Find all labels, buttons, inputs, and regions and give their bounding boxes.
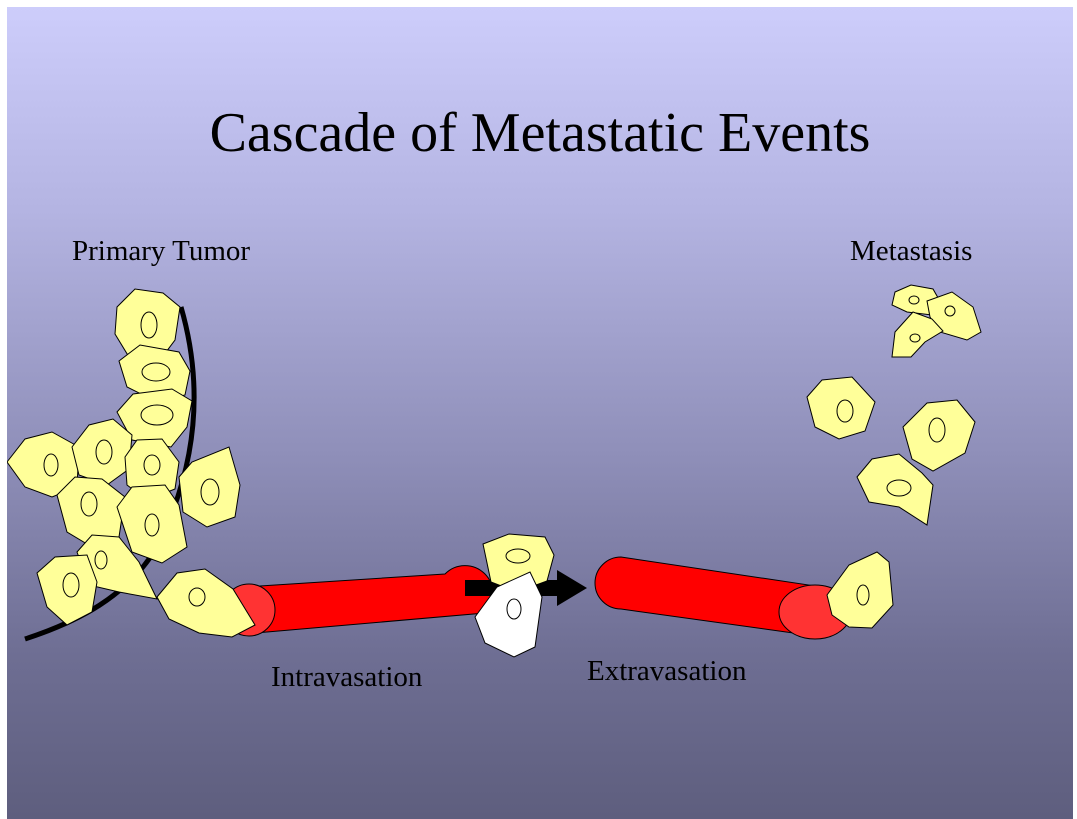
label-metastasis: Metastasis	[850, 237, 972, 266]
tumor-cell-icon	[72, 419, 132, 485]
blood-vessel-icon	[157, 566, 493, 637]
tumor-cell-icon	[903, 400, 975, 471]
circulating-cells	[465, 534, 587, 657]
slide: Cascade of Metastatic Events Primary Tum…	[7, 7, 1073, 819]
label-extravasation: Extravasation	[587, 657, 746, 686]
tumor-cell-icon	[807, 377, 875, 439]
label-intravasation: Intravasation	[271, 663, 422, 692]
tumor-cell-icon	[157, 569, 255, 637]
tumor-cell-icon	[827, 552, 893, 628]
slide-title: Cascade of Metastatic Events	[7, 105, 1073, 161]
tumor-cell-icon	[37, 555, 97, 625]
blood-vessel-icon	[595, 552, 893, 639]
metastasis-cells	[807, 285, 981, 525]
label-primary-tumor: Primary Tumor	[72, 237, 250, 266]
